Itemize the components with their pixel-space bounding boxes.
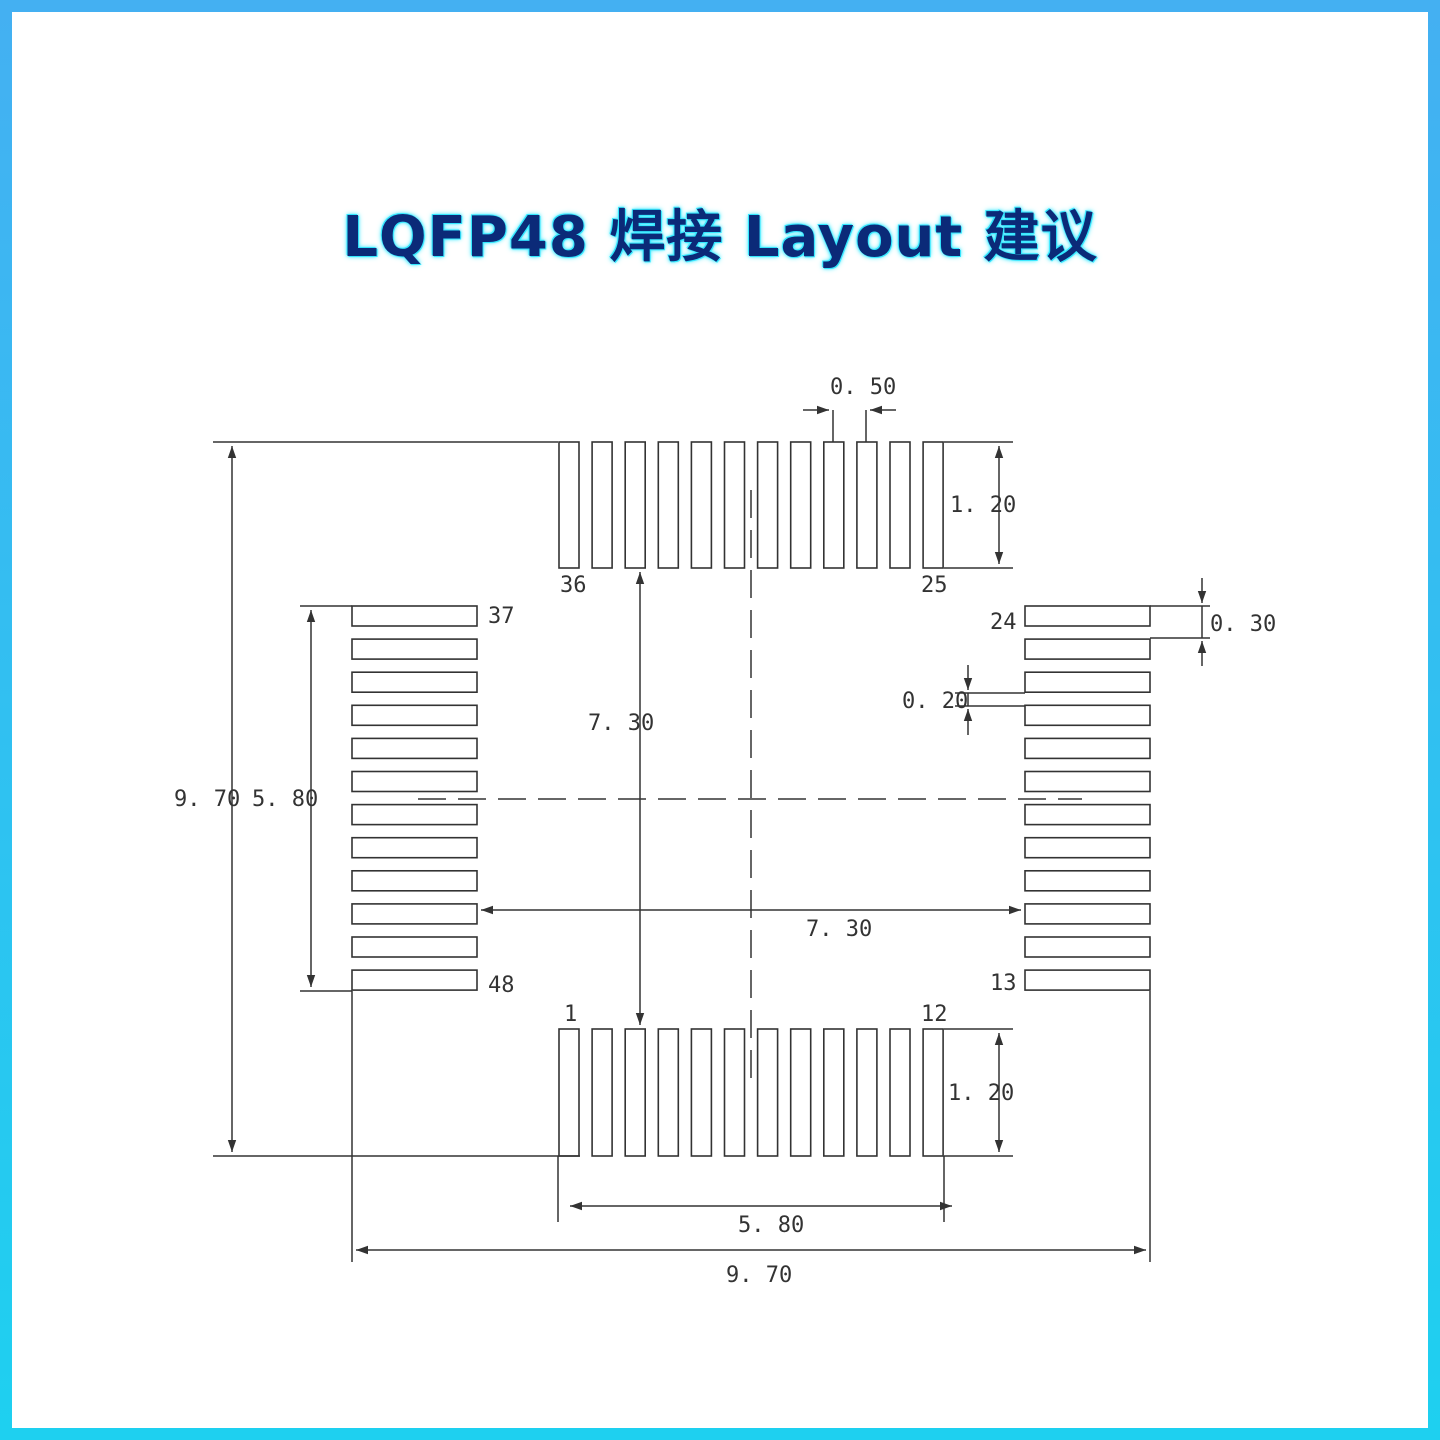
pad-34 [624,441,647,569]
pad-6 [723,1028,746,1157]
pad-36 [558,441,580,569]
pad-11 [889,1028,911,1157]
pad-31 [723,441,746,569]
pad-12 [922,1028,944,1157]
pad-row-bottom [558,1028,944,1157]
pad-13 [1024,969,1151,991]
pin-label-25: 25 [921,573,948,598]
pad-25 [922,441,944,569]
pad-29 [789,441,812,569]
pad-44 [351,836,478,859]
pad-16 [1024,869,1151,892]
pad-2 [591,1028,613,1157]
pad-8 [789,1028,812,1157]
pad-48 [351,969,478,991]
pad-32 [690,441,713,569]
pad-42 [351,770,478,793]
pad-41 [351,737,478,760]
dim-label-overall-horizontal: 9. 70 [726,1263,792,1288]
pad-9 [822,1028,845,1157]
pad-30 [756,441,779,569]
pad-17 [1024,836,1151,859]
pad-15 [1024,903,1151,925]
dim-label-overall-vertical: 9. 70 [174,787,240,812]
dim-label-pad-length-top: 1. 20 [950,493,1016,518]
page-title: LQFP48 焊接 Layout 建议 [342,205,1098,270]
extension-lines [213,410,1210,1262]
dim-label-row-span-left: 5. 80 [252,787,318,812]
pad-43 [351,803,478,826]
pad-column-right [1024,605,1151,991]
dim-label-pitch: 0. 50 [830,375,896,400]
dim-label-pad-gap: 0. 20 [902,689,968,714]
dim-label-inner-vertical: 7. 30 [588,711,654,736]
pad-5 [690,1028,713,1157]
pad-28 [822,441,845,569]
pin-label-48: 48 [488,973,515,998]
pad-14 [1024,936,1151,958]
pad-26 [889,441,911,569]
pad-10 [856,1028,878,1157]
pin-label-1: 1 [564,1002,577,1027]
pad-18 [1024,803,1151,826]
pin-label-24: 24 [990,610,1017,635]
drawing-panel [12,12,1428,1428]
pad-column-left [351,605,478,991]
pad-23 [1024,638,1151,660]
pad-39 [351,671,478,694]
pad-24 [1024,605,1151,627]
pad-7 [756,1028,779,1157]
dim-label-pad-length-bottom: 1. 20 [948,1081,1014,1106]
pad-35 [591,441,613,569]
pad-19 [1024,770,1151,793]
pin-label-37: 37 [488,604,515,629]
pad-38 [351,638,478,660]
pad-47 [351,936,478,958]
pad-20 [1024,737,1151,760]
dim-label-row-span-bottom: 5. 80 [738,1213,804,1238]
pad-37 [351,605,478,627]
pad-33 [657,441,680,569]
pad-22 [1024,671,1151,694]
dim-label-pad-width: 0. 30 [1210,612,1276,637]
pin-label-12: 12 [921,1002,948,1027]
pad-1 [558,1028,580,1157]
dim-label-inner-horizontal: 7. 30 [806,917,872,942]
pad-27 [856,441,878,569]
pin-label-13: 13 [990,971,1017,996]
pad-3 [624,1028,647,1157]
pad-46 [351,903,478,925]
pin-label-36: 36 [560,573,587,598]
pad-45 [351,869,478,892]
pad-row-top [558,441,944,569]
pad-21 [1024,704,1151,727]
pad-4 [657,1028,680,1157]
pad-40 [351,704,478,727]
